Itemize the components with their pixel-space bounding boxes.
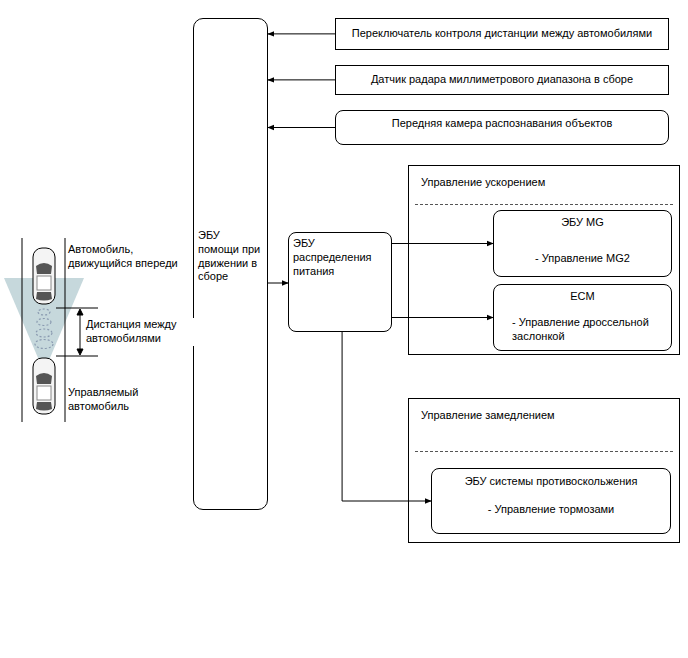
- illustration-label: Дистанция между автомобилями: [86, 318, 198, 346]
- ecu-box: Датчик радара миллиметрового диапазона в…: [335, 65, 669, 95]
- node-title: ЭБУ помощи при движении в сборе: [198, 229, 263, 284]
- road-line: [22, 238, 23, 422]
- node-title: Управление замедлением: [421, 409, 667, 423]
- node-title: ЭБУ распределения питания: [293, 237, 387, 278]
- ecu-box: ЭБУ MG- Управление MG2: [493, 210, 672, 277]
- node-title: ECM: [502, 290, 663, 304]
- illustration-label: Автомобиль, движущийся впереди: [68, 243, 186, 271]
- node-body: - Управление дроссельной заслонкой: [502, 304, 663, 344]
- node-title: Передняя камера распознавания объектов: [346, 117, 658, 131]
- node-title: ЭБУ системы противоскольжения: [440, 475, 662, 489]
- ecu-box: Переключатель контроля дистанции между а…: [335, 18, 669, 50]
- signal-arrow: [342, 332, 431, 501]
- node-title: Датчик радара миллиметрового диапазона в…: [346, 73, 658, 87]
- ecu-box: ECM- Управление дроссельной заслонкой: [493, 284, 672, 351]
- ecu-box: ЭБУ системы противоскольжения- Управлени…: [431, 468, 671, 534]
- node-title: Переключатель контроля дистанции между а…: [346, 27, 658, 41]
- controlled-car: [33, 358, 55, 414]
- node-title: Управление ускорением: [421, 176, 667, 190]
- node-body: - Управление тормозами: [440, 489, 662, 517]
- illustration-label: Управляемый автомобиль: [68, 386, 168, 414]
- radar-waves: [35, 309, 53, 349]
- signal-arrow: [268, 127, 335, 128]
- group-box: Управление замедлениемЭБУ системы против…: [408, 398, 680, 543]
- signal-arrow: [268, 33, 335, 34]
- dashed-divider: [415, 451, 673, 452]
- signal-arrow: [268, 79, 335, 80]
- signal-arrow: [268, 283, 288, 284]
- road-line: [65, 238, 66, 422]
- dashed-divider: [415, 204, 673, 205]
- ecu-box: ЭБУ распределения питания: [288, 232, 392, 332]
- node-body: - Управление MG2: [502, 230, 663, 266]
- group-box: Управление ускорениемЭБУ MG- Управление …: [408, 165, 680, 355]
- ecu-box: Передняя камера распознавания объектов: [335, 110, 669, 145]
- front-car: [33, 248, 55, 304]
- ecu-box: ЭБУ помощи при движении в сборе: [193, 18, 268, 510]
- node-title: ЭБУ MG: [502, 216, 663, 230]
